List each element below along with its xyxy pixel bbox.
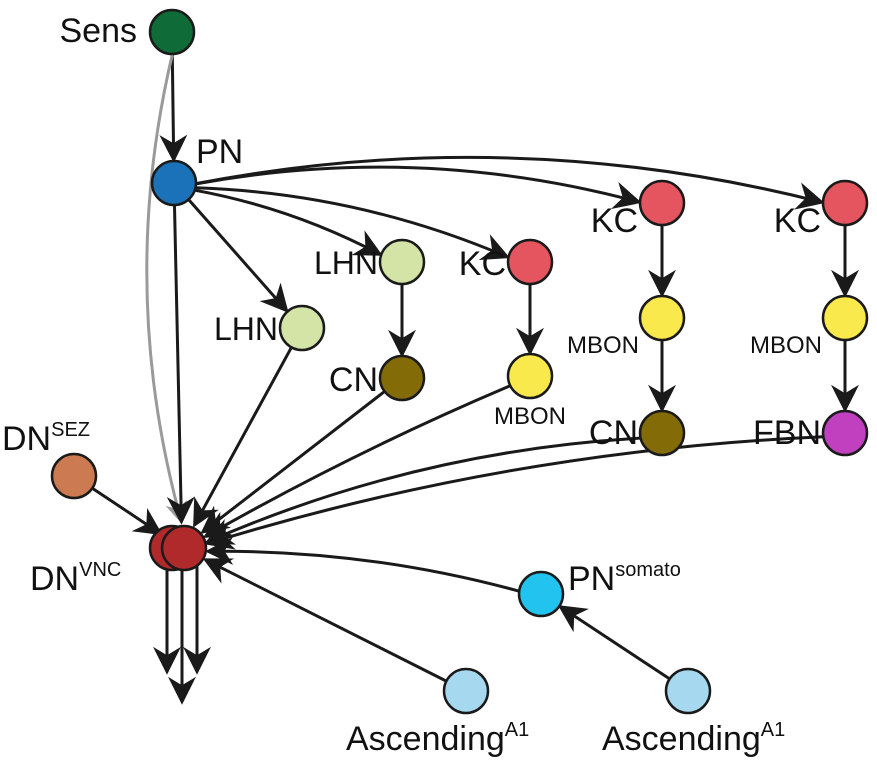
- label-kc3: KC: [774, 202, 821, 240]
- edge-pn-to-dnvnc: [166, 204, 195, 525]
- node-kc3: [821, 179, 869, 227]
- label-pnsomato: PNsomato: [568, 559, 681, 598]
- label-main: MBON: [567, 332, 639, 359]
- label-superscript: VNC: [79, 559, 121, 581]
- node-sens: [148, 8, 196, 56]
- label-main: CN: [329, 361, 378, 399]
- edge-pn-to-lhn1: [187, 198, 289, 313]
- nodes-layer: [50, 8, 869, 715]
- edge-sens-to-pn: [159, 53, 188, 163]
- label-fbn: FBN: [753, 414, 821, 452]
- node-dnsez: [50, 452, 98, 500]
- label-main: PN: [196, 133, 243, 171]
- label-main: Ascending: [346, 720, 505, 758]
- label-mbon3: MBON: [750, 332, 822, 359]
- edge-sens-to-dnvnc: [145, 53, 187, 525]
- node-lhn1: [278, 304, 326, 352]
- node-lhn2: [378, 238, 426, 286]
- label-main: Ascending: [602, 720, 761, 758]
- label-main: CN: [589, 414, 638, 452]
- node-mbon2: [638, 294, 686, 342]
- edge-dnsez-to-dnvnc: [91, 486, 163, 536]
- node-dnvnc: [160, 524, 208, 572]
- label-lhn2: LHN: [314, 245, 378, 281]
- label-main: PN: [568, 560, 615, 598]
- node-kc1: [506, 238, 554, 286]
- edge-asc1-to-dnvnc: [202, 558, 448, 683]
- edge-asc2-to-pnsomato: [557, 605, 671, 681]
- node-kc2: [638, 179, 686, 227]
- edges-layer: [91, 53, 859, 683]
- label-superscript: SEZ: [51, 419, 90, 441]
- label-main: KC: [591, 202, 638, 240]
- labels-layer: SensPNLHNLHNCNKCMBONKCMBONCNKCMBONFBNDNS…: [2, 12, 822, 758]
- label-main: MBON: [750, 332, 822, 359]
- edge-mbon1-to-dnvnc: [202, 384, 511, 538]
- edge-fbn-to-dnvnc: [204, 435, 824, 550]
- node-mbon3: [821, 294, 869, 342]
- edge-pn-to-kc3: [195, 155, 825, 210]
- label-cn1: CN: [329, 361, 378, 399]
- label-mbon1: MBON: [494, 403, 566, 430]
- label-pn: PN: [196, 133, 243, 171]
- label-mbon2: MBON: [567, 332, 639, 359]
- label-main: Sens: [60, 12, 138, 50]
- label-asc1: AscendingA1: [346, 719, 529, 758]
- node-fbn: [821, 409, 869, 457]
- node-cn1: [378, 354, 426, 402]
- edge-pn-to-kc1: [195, 186, 511, 260]
- edge-pn-to-lhn2: [194, 188, 383, 256]
- label-lhn1: LHN: [214, 311, 278, 347]
- label-main: DN: [2, 420, 51, 458]
- label-main: MBON: [494, 403, 566, 430]
- label-kc1: KC: [459, 245, 506, 283]
- node-pn: [150, 159, 198, 207]
- label-superscript: A1: [505, 719, 529, 741]
- edge-lhn1-to-dnvnc: [193, 346, 293, 528]
- label-sens: Sens: [60, 12, 138, 50]
- edge-pnsomato-to-dnvnc: [204, 537, 520, 593]
- label-dnsez: DNSEZ: [2, 419, 90, 458]
- label-superscript: somato: [615, 559, 681, 581]
- label-kc2: KC: [591, 202, 638, 240]
- label-main: LHN: [214, 311, 278, 347]
- label-cn2: CN: [589, 414, 638, 452]
- node-asc1: [442, 667, 490, 715]
- output-arrows: [153, 566, 211, 705]
- label-main: KC: [774, 202, 821, 240]
- label-superscript: A1: [761, 719, 785, 741]
- node-pnsomato: [517, 570, 565, 618]
- node-asc2: [664, 667, 712, 715]
- edge-cn2-to-dnvnc: [204, 436, 641, 545]
- label-main: FBN: [753, 414, 821, 452]
- label-asc2: AscendingA1: [602, 719, 785, 758]
- label-main: LHN: [314, 245, 378, 281]
- node-cn2: [638, 409, 686, 457]
- label-main: DN: [30, 560, 79, 598]
- node-mbon1: [506, 352, 554, 400]
- label-main: KC: [459, 245, 506, 283]
- label-dnvnc: DNVNC: [30, 559, 121, 598]
